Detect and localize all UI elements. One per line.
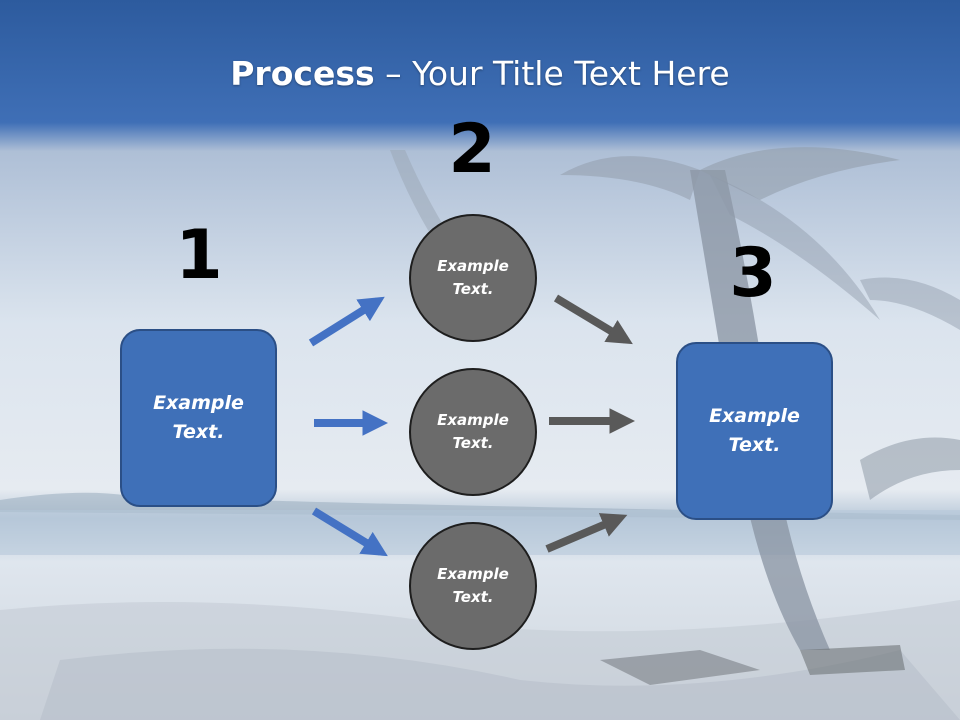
- circle-top-label: Example Text.: [437, 257, 509, 298]
- circle-bottom[interactable]: Example Text.: [409, 522, 537, 650]
- slide-title: Process – Your Title Text Here: [0, 52, 960, 96]
- step-1-box[interactable]: Example Text.: [120, 329, 277, 507]
- step-number-2: 2: [448, 110, 496, 189]
- circle-top[interactable]: Example Text.: [409, 214, 537, 342]
- step-1-label: Example Text.: [153, 392, 244, 443]
- step-3-label: Example Text.: [709, 405, 800, 456]
- title-bold-part: Process: [230, 54, 375, 93]
- circle-middle[interactable]: Example Text.: [409, 368, 537, 496]
- arrow-1-to-bottom: [311, 507, 388, 557]
- arrow-bottom-to-3: [545, 513, 628, 553]
- arrow-top-to-3: [553, 294, 633, 345]
- circle-middle-label: Example Text.: [437, 411, 509, 452]
- step-3-box[interactable]: Example Text.: [676, 342, 833, 520]
- step-number-1: 1: [175, 216, 223, 295]
- step-number-3: 3: [729, 234, 777, 313]
- title-regular-part: – Your Title Text Here: [374, 54, 730, 93]
- arrow-1-to-top: [308, 296, 385, 347]
- circle-bottom-label: Example Text.: [437, 565, 509, 606]
